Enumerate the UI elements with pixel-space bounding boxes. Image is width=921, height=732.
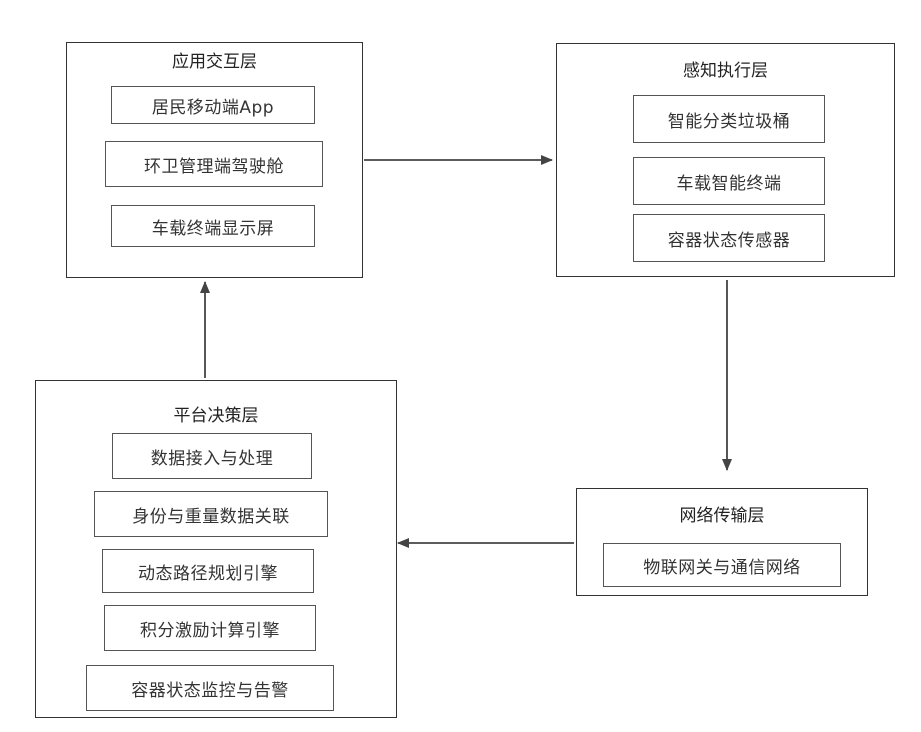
- layer-title: 平台决策层: [36, 401, 396, 426]
- module-route-planning: 动态路径规划引擎: [102, 549, 314, 593]
- module-identity-weight-link: 身份与重量数据关联: [94, 491, 328, 537]
- layer-sensing-execution: 感知执行层 智能分类垃圾桶 车载智能终端 容器状态传感器: [556, 43, 895, 277]
- layer-title: 感知执行层: [557, 56, 894, 81]
- layer-platform-decision: 平台决策层 数据接入与处理 身份与重量数据关联 动态路径规划引擎 积分激励计算引…: [35, 380, 397, 718]
- module-data-ingestion: 数据接入与处理: [112, 433, 312, 479]
- module-points-incentive: 积分激励计算引擎: [104, 605, 316, 651]
- module-container-sensor: 容器状态传感器: [633, 214, 825, 262]
- module-vehicle-display: 车载终端显示屏: [111, 205, 315, 247]
- layer-title: 网络传输层: [577, 501, 867, 526]
- layer-app-interaction: 应用交互层 居民移动端App 环卫管理端驾驶舱 车载终端显示屏: [66, 42, 363, 278]
- module-resident-app: 居民移动端App: [111, 86, 315, 124]
- module-container-monitoring: 容器状态监控与告警: [86, 665, 334, 711]
- layer-network-transport: 网络传输层 物联网关与通信网络: [576, 488, 868, 596]
- module-vehicle-terminal: 车载智能终端: [633, 157, 825, 205]
- module-sanitation-cockpit: 环卫管理端驾驶舱: [105, 141, 323, 187]
- module-smart-trash-bin: 智能分类垃圾桶: [633, 95, 825, 143]
- layer-title: 应用交互层: [67, 47, 362, 72]
- module-iot-gateway: 物联网关与通信网络: [603, 543, 841, 587]
